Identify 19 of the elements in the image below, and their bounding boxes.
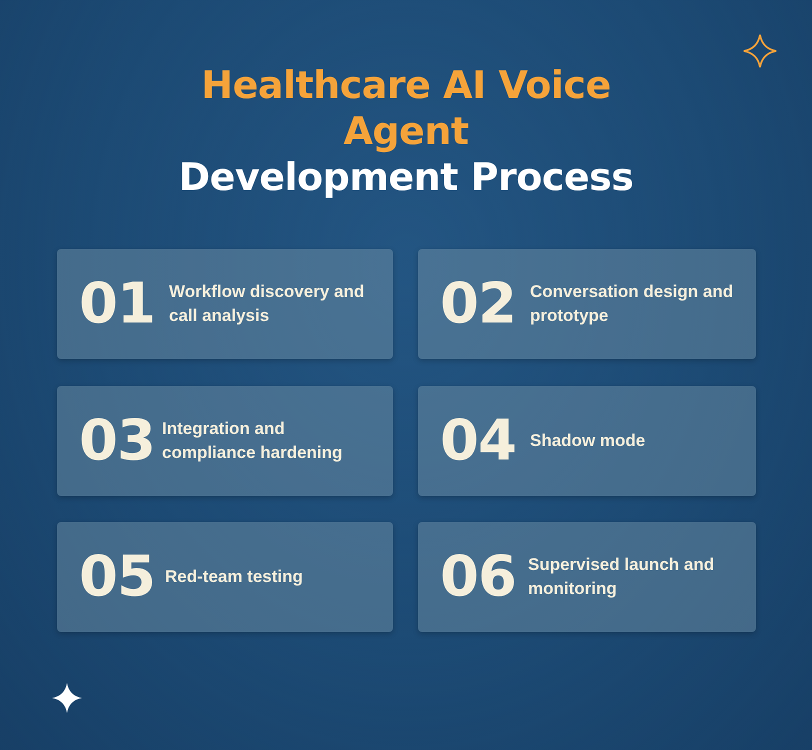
step-card <box>57 249 393 359</box>
step-number: 05 <box>79 544 155 610</box>
step-description: Workflow discovery and call analysis <box>169 281 366 327</box>
step-number: 03 <box>79 408 155 474</box>
step-description: Red-team testing <box>165 566 304 588</box>
step-description: Shadow mode <box>530 430 646 452</box>
title: Healthcare AI Voice Agent Development Process <box>178 62 634 200</box>
step-card <box>57 386 393 496</box>
step-number: 02 <box>440 272 516 336</box>
step-number: 06 <box>440 544 516 610</box>
step-card <box>418 386 756 496</box>
step-number: 04 <box>440 408 516 474</box>
step-card <box>418 249 756 359</box>
step-card <box>418 522 756 632</box>
step-description: Conversation design and prototype <box>530 281 734 327</box>
step-description: Supervised launch and monitoring <box>528 554 716 600</box>
step-description: Integration and compliance hardening <box>162 418 344 464</box>
step-card <box>57 522 393 632</box>
step-number: 01 <box>79 272 155 336</box>
